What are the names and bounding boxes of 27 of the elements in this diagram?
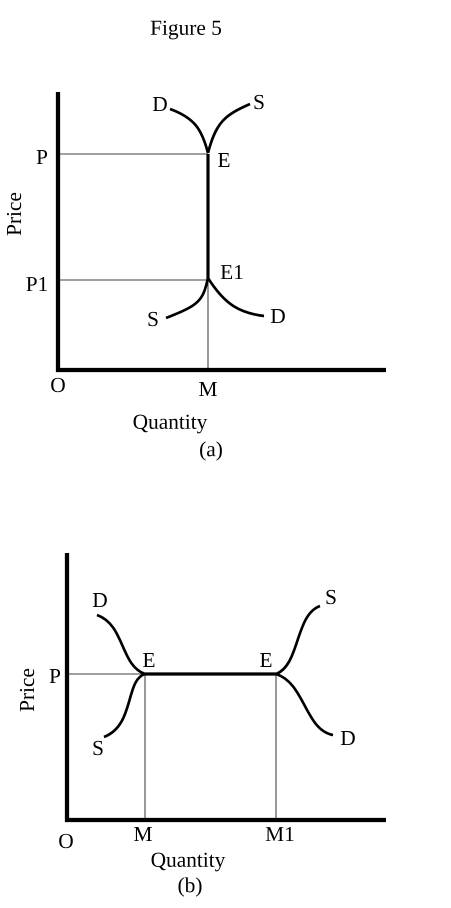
point-label: E: [260, 653, 272, 667]
axis-title: Price: [6, 192, 22, 236]
axis-tick-label: M1: [266, 826, 294, 842]
curve-label: S: [326, 590, 336, 604]
axis-tick-label: P: [50, 669, 60, 683]
figure-title: Figure 5: [150, 20, 222, 40]
axis-tick-label: P: [36, 150, 48, 164]
axis-title: Price: [20, 668, 34, 712]
point-label: E: [218, 153, 230, 167]
axis-tick-label: M: [134, 827, 152, 841]
axis-tick-label: P1: [26, 276, 47, 292]
curve-label: D: [152, 97, 167, 112]
curve-label: S: [94, 740, 103, 756]
curve-label: S: [254, 94, 264, 110]
curve-label: D: [340, 731, 355, 746]
point-label: E1: [220, 264, 243, 280]
panel-label: (b): [178, 877, 202, 897]
axis-title: Quantity: [152, 852, 226, 872]
point-label: E: [143, 653, 154, 667]
axis-tick-label: O: [51, 378, 65, 392]
axis-tick-label: M: [199, 382, 217, 396]
curve-label: D: [270, 309, 285, 324]
panel-label: (a): [200, 441, 222, 461]
axis-tick-label: O: [59, 834, 73, 848]
curve-label: D: [92, 593, 107, 608]
curve-label: S: [148, 312, 158, 326]
axis-title: Quantity: [134, 414, 208, 434]
